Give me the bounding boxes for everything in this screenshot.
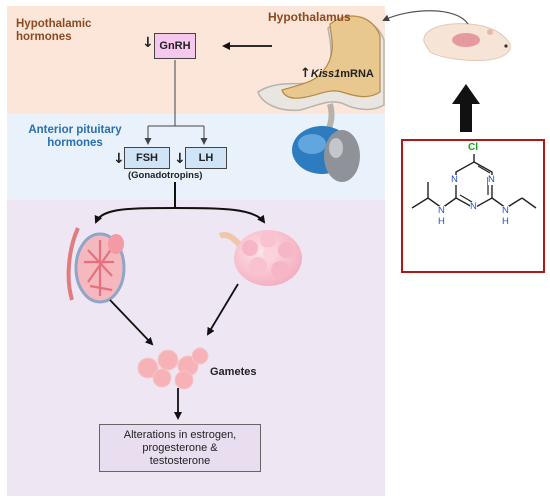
gnrh-branch-connector (144, 60, 208, 145)
amine-n-right: N (502, 205, 509, 216)
ring-n-top-left: N (451, 174, 458, 185)
hypothalamus-illustration (257, 15, 385, 182)
ring-n-bottom: N (470, 201, 477, 212)
gonadotropins-label: (Gonadotropins) (128, 170, 203, 181)
lh-box: LH (185, 147, 227, 169)
hypothalamus-label: Hypothalamus (268, 10, 351, 24)
chlorine-atom-label: Cl (468, 142, 478, 153)
atrazine-structure (401, 139, 545, 273)
testis-illustration (66, 227, 126, 304)
mouse-to-hypothalamus-arrow (382, 10, 469, 25)
hormone-alterations-box: Alterations in estrogen, progesterone & … (99, 424, 261, 472)
amine-n-left: N (438, 205, 445, 216)
exposure-arrow (452, 84, 480, 132)
gnrh-down-arrow-icon: ↓ (142, 35, 154, 51)
kiss1-gene: Kiss1 (310, 68, 341, 80)
gametes-illustration (137, 347, 209, 390)
gonadotropin-branch-connector (94, 182, 266, 224)
ovary-illustration (218, 230, 302, 286)
fsh-down-arrow-icon: ↓ (113, 151, 125, 167)
lh-down-arrow-icon: ↓ (174, 151, 186, 167)
testis-to-gametes-arrow (109, 299, 154, 346)
ovary-to-gametes-arrow (206, 283, 239, 336)
anterior-pituitary-title: Anterior pituitary hormones (28, 124, 122, 149)
kiss1-suffix: mRNA (340, 68, 374, 80)
up-arrow-icon: ↑ (300, 66, 311, 81)
mouse-illustration (423, 23, 511, 61)
fsh-box: FSH (124, 147, 170, 169)
gametes-label: Gametes (210, 366, 257, 378)
ring-n-top-right: N (488, 174, 495, 185)
hypothalamic-hormones-title: Hypothalamic hormones (16, 18, 92, 43)
amine-h-right: H (502, 216, 509, 227)
kiss1-mrna-label: ↑Kiss1mRNA (300, 66, 374, 81)
amine-h-left: H (438, 216, 445, 227)
gnrh-box: GnRH (154, 33, 196, 59)
